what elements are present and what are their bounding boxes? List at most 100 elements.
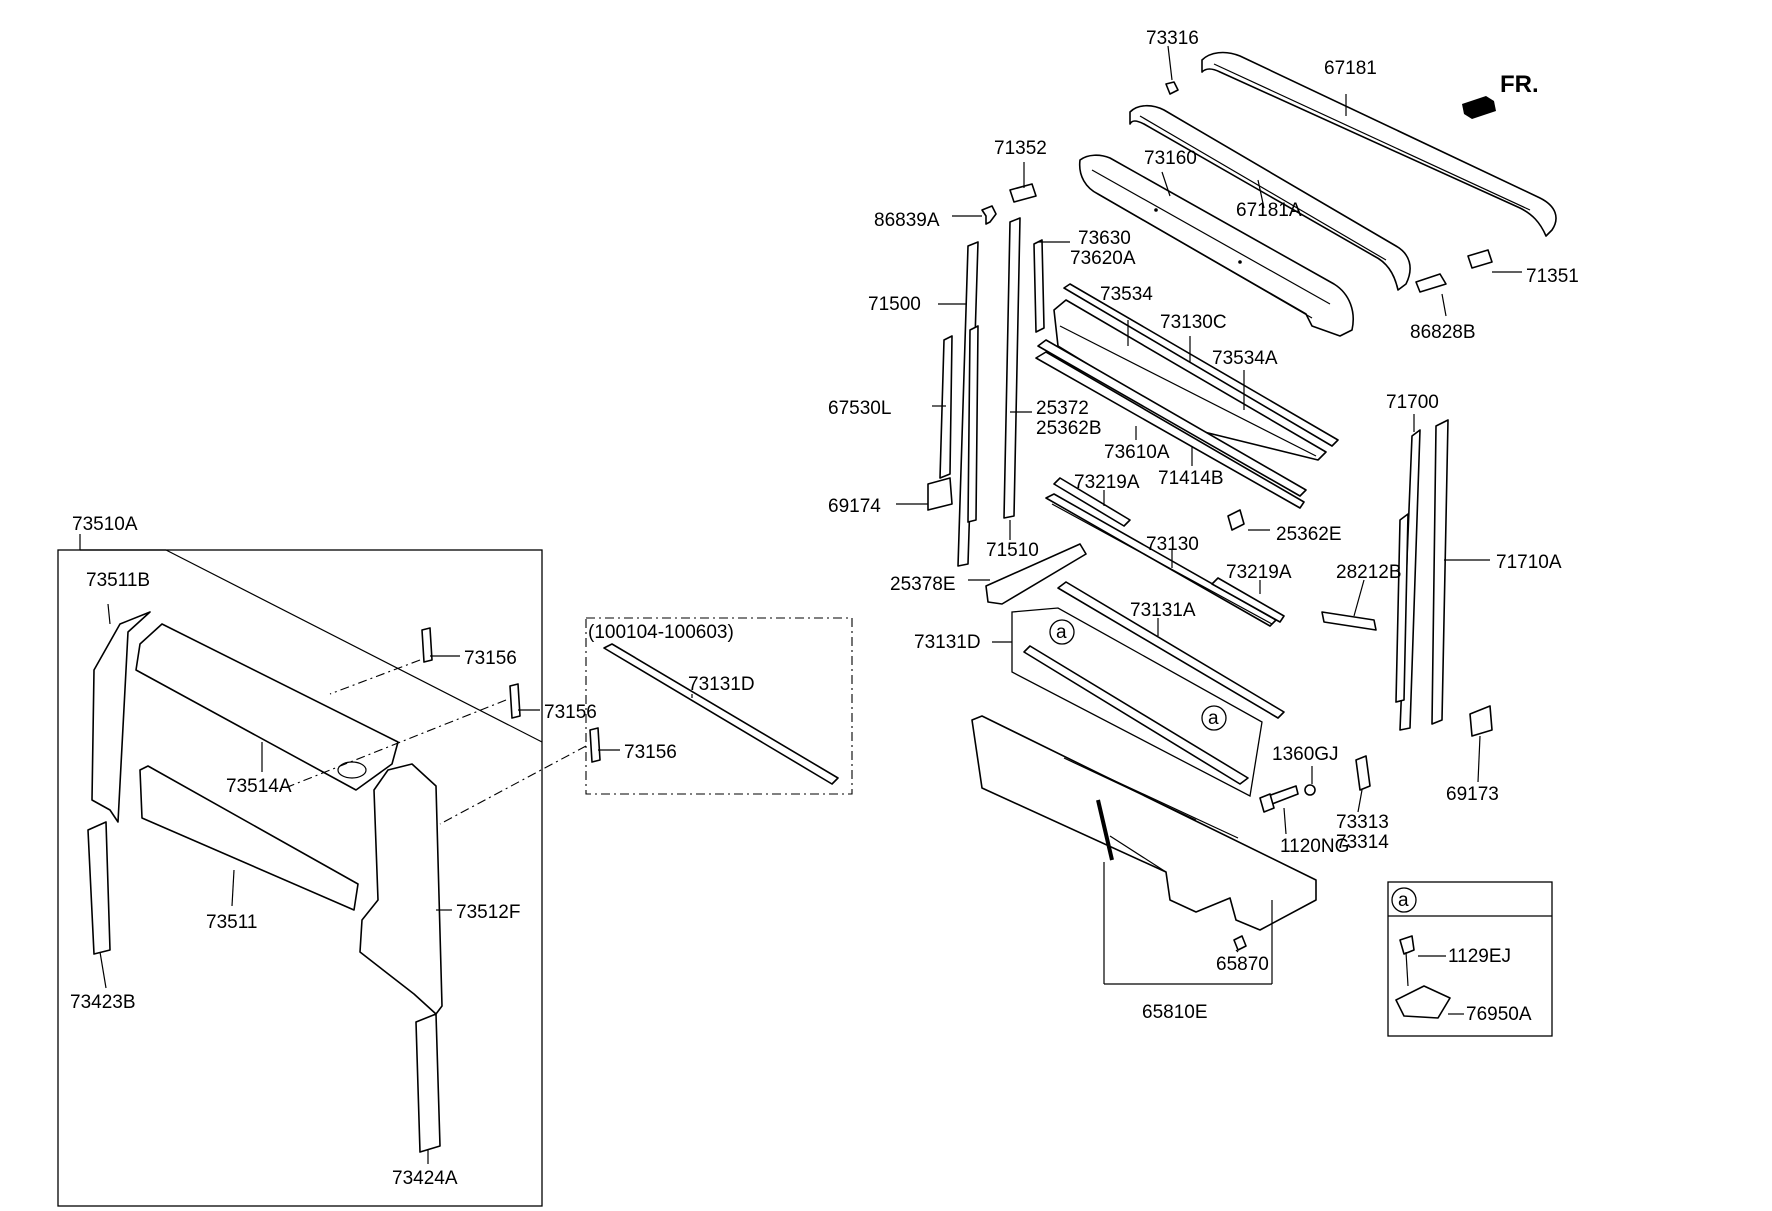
legend-item-76950A: 76950A [1466, 1004, 1532, 1025]
bracket-76950A-icon [1395, 985, 1451, 1019]
front-direction-label: FR. [1500, 71, 1539, 98]
trim-73423B [87, 821, 111, 955]
bracket-28212B [1321, 611, 1377, 631]
legend-marker: a [1398, 890, 1409, 911]
bolt-1129EJ-icon [1399, 935, 1415, 955]
label-71414B: 71414B [1158, 468, 1224, 489]
post-71700 [1395, 429, 1421, 731]
label-73219A-2: 73219A [1226, 562, 1292, 583]
label-67181A: 67181A [1236, 200, 1302, 221]
leader-lines [79, 45, 1522, 1164]
rail-67181A [1129, 104, 1411, 291]
header-73160 [1078, 154, 1354, 337]
bracket-86828B [1415, 273, 1447, 293]
label-86839A: 86839A [874, 210, 940, 231]
label-1120NG: 1120NG [1280, 836, 1349, 857]
label-67530L: 67530L [828, 398, 891, 419]
panel-73131A [1057, 581, 1285, 719]
trim-73219A-lower [1211, 577, 1285, 623]
tray-65810E [971, 715, 1317, 931]
bracket-25362E [1227, 509, 1245, 531]
label-28212B: 28212B [1336, 562, 1402, 583]
bracket-73313 [1355, 755, 1371, 791]
clip-73156-2 [509, 683, 521, 719]
callout-marker-a-2: a [1208, 708, 1219, 729]
label-67181: 67181 [1324, 58, 1377, 79]
label-65870: 65870 [1216, 954, 1269, 975]
post-73630 [1033, 239, 1045, 333]
header-73514A [135, 623, 399, 791]
group-box-label: 73510A [72, 514, 138, 535]
label-25362E: 25362E [1276, 524, 1342, 545]
clip-65870 [1233, 935, 1247, 951]
clip-73156-3 [589, 727, 601, 763]
label-73514A: 73514A [226, 776, 292, 797]
pillar-73511B [91, 611, 151, 823]
label-73511: 73511 [206, 912, 257, 933]
panel-73534 [1063, 283, 1339, 447]
label-73130C: 73130C [1160, 312, 1227, 333]
bracket-25378E [985, 543, 1087, 605]
bracket-86839A [981, 205, 997, 225]
label-71352: 71352 [994, 138, 1047, 159]
panel-71414B [1035, 351, 1305, 509]
pillar-73512F [359, 763, 443, 1015]
label-73131D-1: 73131D [914, 632, 981, 653]
washer-1360GJ [1304, 784, 1316, 796]
variant-box-73131D [585, 617, 853, 795]
label-73620A: 73620A [1070, 248, 1136, 269]
label-73156-3: 73156 [624, 742, 677, 763]
label-73316: 73316 [1146, 28, 1199, 49]
variant-box-label: (100104-100603) [588, 622, 734, 643]
label-73131A: 73131A [1130, 600, 1196, 621]
bolt-1120NG [1259, 785, 1299, 813]
front-direction-indicator: FR. [1462, 71, 1539, 119]
label-73313: 73313 [1336, 812, 1389, 833]
callout-marker-a-1: a [1056, 622, 1067, 643]
label-73160: 73160 [1144, 148, 1197, 169]
label-73156-1: 73156 [464, 648, 517, 669]
bracket-69173 [1469, 705, 1493, 737]
front-arrow-icon [1462, 96, 1496, 119]
clip-73316 [1165, 81, 1179, 95]
label-71700: 71700 [1386, 392, 1439, 413]
label-25372: 25372 [1036, 398, 1089, 419]
cap-71352 [1009, 183, 1037, 203]
label-73131D-2: 73131D [688, 674, 755, 695]
label-73534: 73534 [1100, 284, 1153, 305]
label-73156-2: 73156 [544, 702, 597, 723]
inset-73131D: a a [1011, 607, 1263, 797]
post-71710A [1431, 419, 1449, 725]
label-73219A-1: 73219A [1074, 472, 1140, 493]
post-67530L [939, 335, 953, 479]
label-73314: 73314 [1336, 832, 1389, 853]
label-73610A: 73610A [1104, 442, 1170, 463]
assembly-73510A [57, 549, 601, 1207]
label-71500: 71500 [868, 294, 921, 315]
label-73423B: 73423B [70, 992, 136, 1013]
label-25378E: 25378E [890, 574, 956, 595]
part-labels: 73316 67181 71352 73160 67181A 86839A 73… [70, 28, 1579, 1189]
panel-73610A [1037, 339, 1307, 497]
legend-item-1129EJ: 1129EJ [1448, 946, 1511, 967]
label-73511B: 73511B [86, 570, 150, 591]
legend-box: a 1129EJ 76950A [1387, 881, 1553, 1037]
label-25362B: 25362B [1036, 418, 1102, 439]
label-71710A: 71710A [1496, 552, 1562, 573]
label-65810E: 65810E [1142, 1002, 1208, 1023]
rail-67181 [1201, 51, 1557, 237]
cap-71351 [1467, 249, 1493, 269]
label-1360GJ: 1360GJ [1272, 744, 1339, 765]
label-73534A: 73534A [1212, 348, 1278, 369]
clip-73156-1 [421, 627, 433, 663]
panel-73511 [139, 765, 359, 911]
bracket-69174 [927, 477, 953, 511]
label-73630: 73630 [1078, 228, 1131, 249]
trim-73424A [415, 1013, 441, 1153]
label-71510: 71510 [986, 540, 1039, 561]
post-71500 [957, 241, 979, 567]
post-71510 [1003, 217, 1021, 519]
label-71351: 71351 [1526, 266, 1579, 287]
